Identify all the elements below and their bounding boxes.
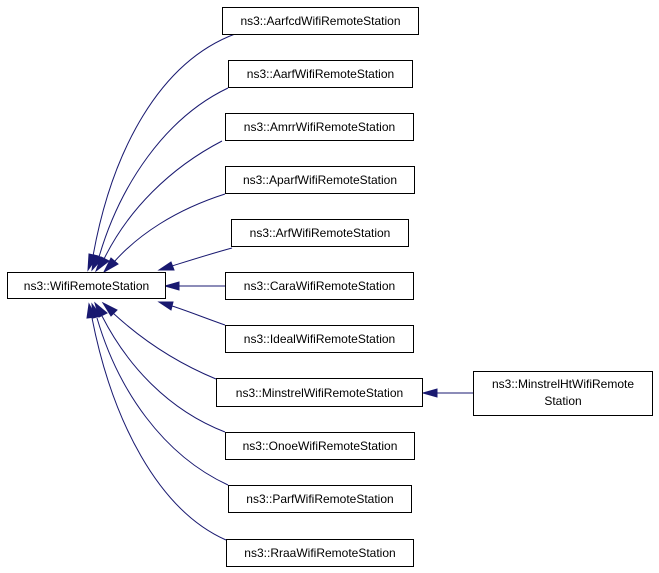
node-label: ns3::WifiRemoteStation (24, 279, 149, 293)
edge-minstrel (101, 301, 217, 380)
node-label: ns3::IdealWifiRemoteStation (244, 332, 395, 346)
node-label: ns3::AparfWifiRemoteStation (243, 173, 397, 187)
node-ideal-wifi-remote-station[interactable]: ns3::IdealWifiRemoteStation (225, 325, 414, 353)
edge-arf (157, 247, 233, 271)
edge-aarfcd (87, 33, 236, 272)
node-aarf-wifi-remote-station[interactable]: ns3::AarfWifiRemoteStation (228, 60, 413, 88)
node-label: ns3::AarfWifiRemoteStation (247, 67, 394, 81)
node-wifi-remote-station[interactable]: ns3::WifiRemoteStation (7, 272, 166, 299)
edge-onoe (94, 301, 226, 433)
edge-cara (163, 281, 225, 291)
node-cara-wifi-remote-station[interactable]: ns3::CaraWifiRemoteStation (225, 272, 414, 300)
edge-aparf (102, 193, 226, 274)
node-parf-wifi-remote-station[interactable]: ns3::ParfWifiRemoteStation (228, 485, 412, 513)
node-label: ns3::ParfWifiRemoteStation (246, 492, 393, 506)
node-label: ns3::MinstrelWifiRemoteStation (236, 386, 403, 400)
edge-ideal (157, 301, 226, 326)
node-label: ns3::AarfcdWifiRemoteStation (240, 14, 400, 28)
node-aarfcd-wifi-remote-station[interactable]: ns3::AarfcdWifiRemoteStation (222, 7, 419, 35)
node-label-line2: Station (544, 394, 581, 408)
node-arf-wifi-remote-station[interactable]: ns3::ArfWifiRemoteStation (231, 219, 409, 247)
edge-amrr (94, 140, 223, 273)
node-label: ns3::CaraWifiRemoteStation (244, 279, 395, 293)
node-onoe-wifi-remote-station[interactable]: ns3::OnoeWifiRemoteStation (225, 432, 415, 460)
node-label: ns3::AmrrWifiRemoteStation (244, 120, 395, 134)
node-minstrel-ht-wifi-remote-station[interactable]: ns3::MinstrelHtWifiRemote Station (473, 371, 653, 416)
node-aparf-wifi-remote-station[interactable]: ns3::AparfWifiRemoteStation (225, 166, 415, 194)
node-label: ns3::ArfWifiRemoteStation (250, 226, 391, 240)
node-amrr-wifi-remote-station[interactable]: ns3::AmrrWifiRemoteStation (225, 113, 414, 141)
node-label: ns3::OnoeWifiRemoteStation (243, 439, 398, 453)
node-rraa-wifi-remote-station[interactable]: ns3::RraaWifiRemoteStation (226, 539, 414, 567)
edge-minstrelht (421, 388, 473, 398)
node-label: ns3::RraaWifiRemoteStation (244, 546, 395, 560)
node-label-line1: ns3::MinstrelHtWifiRemote (492, 377, 634, 391)
node-minstrel-wifi-remote-station[interactable]: ns3::MinstrelWifiRemoteStation (216, 378, 423, 407)
edge-rraa (86, 302, 227, 541)
